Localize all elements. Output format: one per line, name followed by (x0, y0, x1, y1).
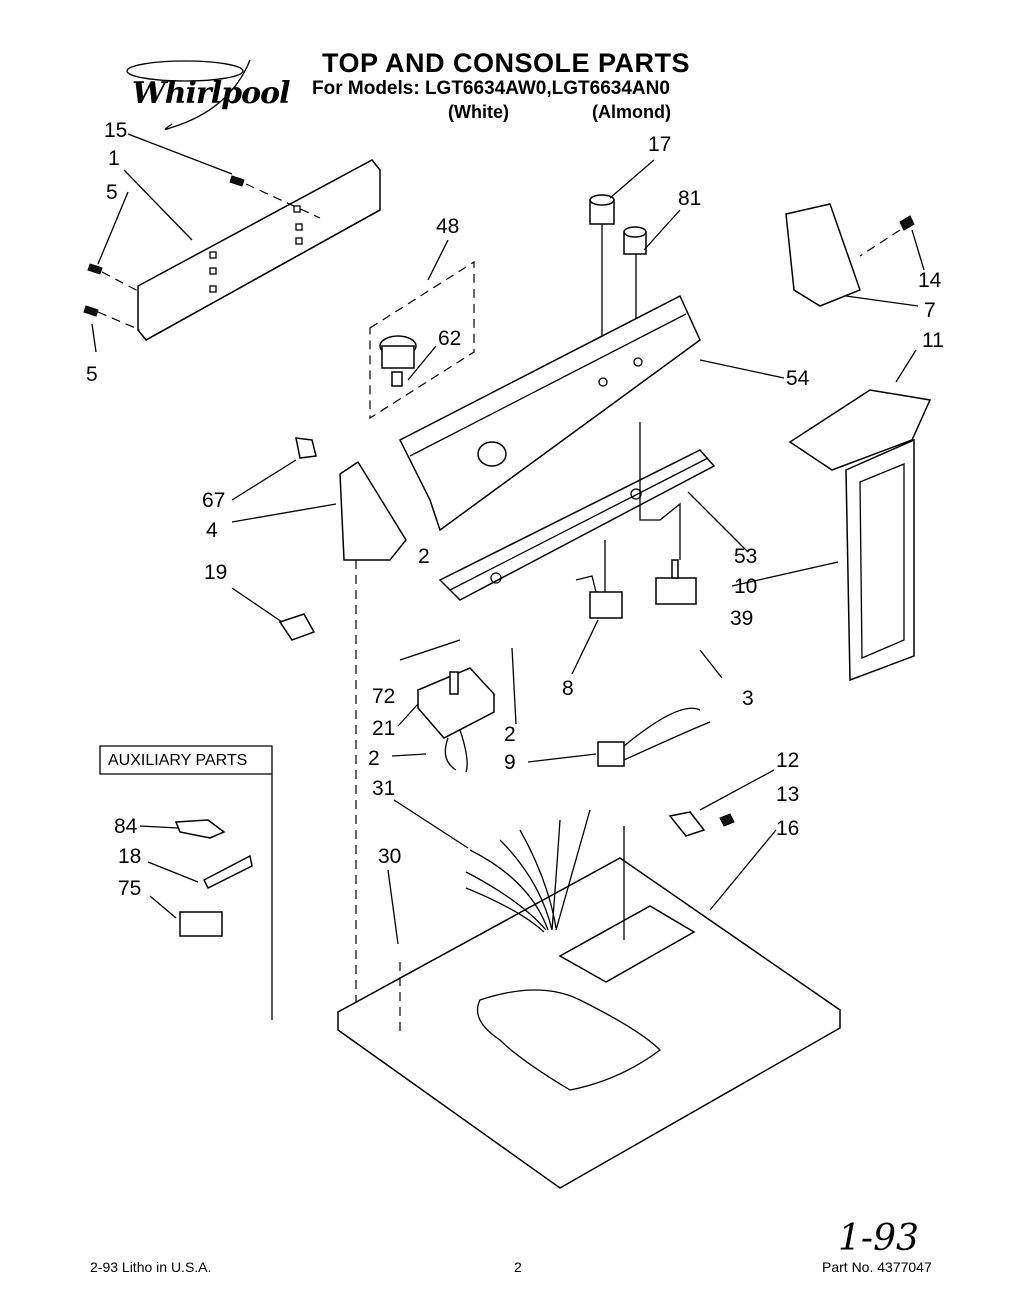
callout-81: 81 (678, 187, 702, 210)
callout-2-middle: 2 (504, 723, 516, 746)
console-part-54 (398, 294, 701, 532)
page-title: TOP AND CONSOLE PARTS (322, 48, 691, 78)
callout-9: 9 (504, 751, 516, 774)
callout-72: 72 (372, 685, 396, 708)
top-panel-part-16 (336, 826, 842, 1189)
callout-12: 12 (776, 749, 800, 772)
callout-21: 21 (372, 717, 396, 740)
models-line: For Models: LGT6634AW0,LGT6634AN0 (312, 78, 670, 99)
parts-10-11 (788, 389, 932, 682)
switch-part-21 (416, 667, 496, 773)
callout-5-top: 5 (106, 181, 118, 204)
callout-84: 84 (114, 815, 138, 838)
whirlpool-logo: Whirlpool (132, 76, 290, 111)
callout-14: 14 (918, 269, 942, 292)
callout-48: 48 (436, 215, 460, 238)
callout-11: 11 (922, 329, 944, 352)
color-white-label: (White) (448, 102, 509, 122)
callout-30: 30 (378, 845, 402, 868)
screws-5-15 (83, 175, 321, 331)
knob-assembly-part-48 (369, 260, 475, 420)
callout-18: 18 (118, 845, 142, 868)
callout-67: 67 (202, 489, 226, 512)
callout-75: 75 (118, 877, 142, 900)
logo-swoosh (164, 59, 251, 130)
callout-17: 17 (648, 133, 672, 156)
harness-part-9 (597, 707, 711, 767)
callout-7: 7 (924, 299, 936, 322)
callout-4: 4 (206, 519, 218, 542)
part-7 (785, 203, 915, 307)
bracket-part-53 (438, 449, 716, 601)
callout-62: 62 (438, 327, 462, 350)
callout-54: 54 (786, 367, 810, 390)
callout-2-upper: 2 (418, 545, 430, 568)
part-39 (639, 422, 697, 605)
footer-part-number: Part No. 4377047 (822, 1259, 932, 1275)
end-cap-part-4 (295, 437, 407, 1010)
callout-8: 8 (562, 677, 574, 700)
callout-1: 1 (108, 147, 120, 170)
knobs-17-81 (589, 194, 647, 380)
part-19 (278, 613, 316, 641)
part-8 (575, 540, 623, 619)
callout-leader-lines (91, 133, 925, 945)
auxiliary-parts-box (99, 745, 273, 1020)
callout-15: 15 (104, 119, 128, 142)
callout-39: 39 (730, 607, 754, 630)
callout-5-bottom: 5 (86, 363, 98, 386)
auxiliary-parts-title: AUXILIARY PARTS (108, 752, 248, 769)
footer-litho: 2-93 Litho in U.S.A. (90, 1259, 212, 1275)
console-panel-part-1 (137, 159, 381, 341)
callout-2-lower: 2 (368, 747, 380, 770)
wire-harness-part-31 (465, 809, 661, 1091)
callout-53: 53 (734, 545, 758, 568)
callout-16: 16 (776, 817, 800, 840)
callout-10: 10 (734, 575, 758, 598)
color-almond-label: (Almond) (592, 102, 671, 122)
callout-13: 13 (776, 783, 800, 806)
callout-31: 31 (372, 777, 396, 800)
logo-swirl (126, 60, 244, 82)
callout-19: 19 (204, 561, 228, 584)
parts-12-13 (668, 811, 735, 837)
handwritten-note: 1-93 (838, 1218, 919, 1259)
footer-page-number: 2 (514, 1259, 522, 1275)
callout-3: 3 (742, 687, 754, 710)
